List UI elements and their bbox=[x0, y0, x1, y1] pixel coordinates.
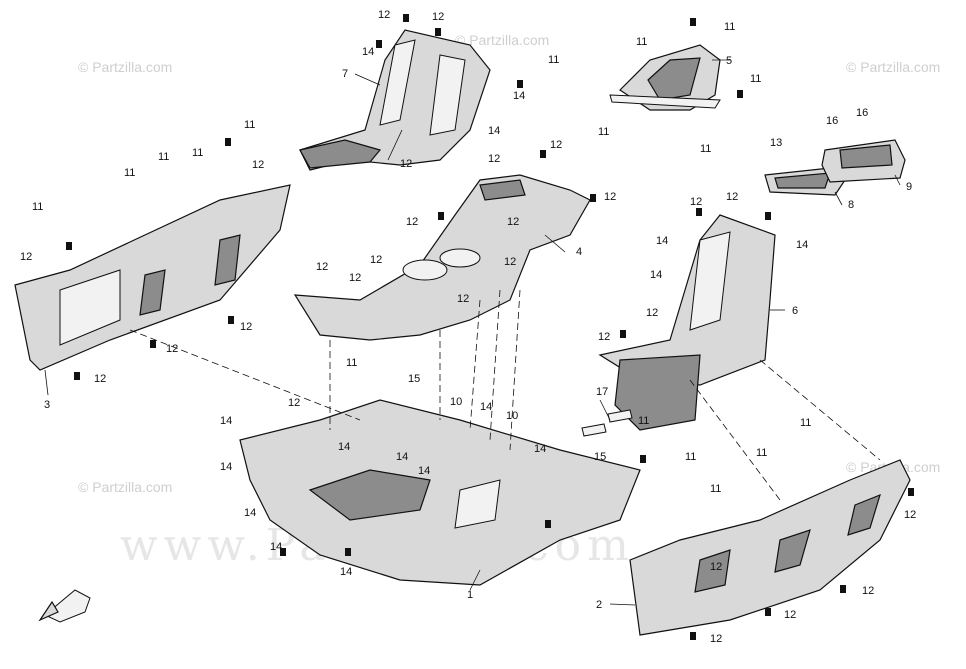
callout-11: 11 bbox=[685, 451, 696, 463]
callout-3: 3 bbox=[44, 399, 50, 411]
callout-12: 12 bbox=[316, 261, 328, 273]
callout-6: 6 bbox=[792, 305, 798, 317]
part-8-pad bbox=[764, 167, 846, 196]
callout-12: 12 bbox=[550, 139, 562, 151]
part-17-clips bbox=[581, 409, 633, 437]
leader-lines bbox=[44, 59, 901, 606]
callout-12: 12 bbox=[457, 293, 469, 305]
callout-4: 4 bbox=[576, 246, 582, 258]
watermark-top: © Partzilla.com bbox=[455, 32, 549, 48]
callout-14: 14 bbox=[656, 235, 668, 247]
callout-12: 12 bbox=[726, 191, 738, 203]
callout-12: 12 bbox=[400, 158, 412, 170]
callout-12: 12 bbox=[862, 585, 874, 597]
callout-11: 11 bbox=[192, 147, 203, 159]
callout-11: 11 bbox=[124, 167, 135, 179]
callout-12: 12 bbox=[370, 254, 382, 266]
callout-13: 13 bbox=[770, 137, 782, 149]
callout-11: 11 bbox=[346, 357, 357, 369]
part-6-right-rear-panel bbox=[598, 214, 776, 431]
callout-12: 12 bbox=[784, 609, 796, 621]
callout-11: 11 bbox=[700, 143, 711, 155]
part-7-rear-panel bbox=[299, 29, 491, 171]
callout-10: 10 bbox=[506, 410, 518, 422]
callout-11: 11 bbox=[158, 151, 169, 163]
part-5-bracket bbox=[609, 44, 721, 111]
callout-14: 14 bbox=[220, 461, 232, 473]
part-3-left-side-panel bbox=[14, 184, 291, 371]
callout-14: 14 bbox=[340, 566, 352, 578]
callout-16: 16 bbox=[826, 115, 838, 127]
watermark-top-right: © Partzilla.com bbox=[846, 59, 940, 75]
callout-14: 14 bbox=[396, 451, 408, 463]
callout-11: 11 bbox=[636, 36, 647, 48]
callout-14: 14 bbox=[480, 401, 492, 413]
callout-12: 12 bbox=[604, 191, 616, 203]
callout-12: 12 bbox=[904, 509, 916, 521]
callout-12: 12 bbox=[406, 216, 418, 228]
callout-14: 14 bbox=[244, 507, 256, 519]
callout-10: 10 bbox=[450, 396, 462, 408]
callout-11: 11 bbox=[598, 126, 609, 138]
callout-5: 5 bbox=[726, 55, 732, 67]
callout-14: 14 bbox=[270, 541, 282, 553]
callout-14: 14 bbox=[362, 46, 374, 58]
watermark-bottom-left: © Partzilla.com bbox=[78, 479, 172, 495]
callout-8: 8 bbox=[848, 199, 854, 211]
callout-16: 16 bbox=[856, 107, 868, 119]
callout-1: 1 bbox=[467, 589, 473, 601]
callout-12: 12 bbox=[378, 9, 390, 21]
callout-12: 12 bbox=[507, 216, 519, 228]
callout-11: 11 bbox=[244, 119, 255, 131]
callout-12: 12 bbox=[432, 11, 444, 23]
callout-12: 12 bbox=[20, 251, 32, 263]
callout-12: 12 bbox=[240, 321, 252, 333]
callout-12: 12 bbox=[94, 373, 106, 385]
callout-12: 12 bbox=[166, 343, 178, 355]
part-9-box bbox=[821, 139, 906, 183]
callout-14: 14 bbox=[796, 239, 808, 251]
callout-12: 12 bbox=[504, 256, 516, 268]
callout-15: 15 bbox=[408, 373, 420, 385]
assembly-lines bbox=[129, 289, 881, 501]
part-1-floor-pan bbox=[239, 399, 641, 586]
callout-12: 12 bbox=[646, 307, 658, 319]
callout-11: 11 bbox=[756, 447, 767, 459]
front-direction-arrow-icon bbox=[38, 589, 91, 623]
fasteners bbox=[66, 14, 914, 640]
callout-17: 17 bbox=[596, 386, 608, 398]
part-2-right-side-panel bbox=[629, 459, 911, 636]
callout-14: 14 bbox=[418, 465, 430, 477]
part-4-center-console bbox=[293, 174, 591, 341]
callout-14: 14 bbox=[338, 441, 350, 453]
callout-7: 7 bbox=[342, 68, 348, 80]
callout-12: 12 bbox=[690, 196, 702, 208]
callout-11: 11 bbox=[800, 417, 811, 429]
callout-12: 12 bbox=[252, 159, 264, 171]
callout-12: 12 bbox=[598, 331, 610, 343]
callout-12: 12 bbox=[710, 633, 722, 645]
callout-14: 14 bbox=[650, 269, 662, 281]
callout-14: 14 bbox=[220, 415, 232, 427]
callout-15: 15 bbox=[594, 451, 606, 463]
callout-12: 12 bbox=[288, 397, 300, 409]
callout-11: 11 bbox=[750, 73, 761, 85]
callout-12: 12 bbox=[710, 561, 722, 573]
callout-11: 11 bbox=[548, 54, 559, 66]
callout-2: 2 bbox=[596, 599, 602, 611]
callout-11: 11 bbox=[710, 483, 721, 495]
callout-11: 11 bbox=[638, 415, 649, 427]
callout-12: 12 bbox=[488, 153, 500, 165]
callout-14: 14 bbox=[534, 443, 546, 455]
callout-11: 11 bbox=[724, 21, 735, 33]
callout-11: 11 bbox=[32, 201, 43, 213]
watermark-top-left: © Partzilla.com bbox=[78, 59, 172, 75]
callout-12: 12 bbox=[349, 272, 361, 284]
callout-14: 14 bbox=[488, 125, 500, 137]
callout-labels: 12 12 14 7 14 14 12 11 11 5 11 11 11 11 … bbox=[20, 9, 916, 645]
callout-14: 14 bbox=[513, 90, 525, 102]
callout-9: 9 bbox=[906, 181, 912, 193]
